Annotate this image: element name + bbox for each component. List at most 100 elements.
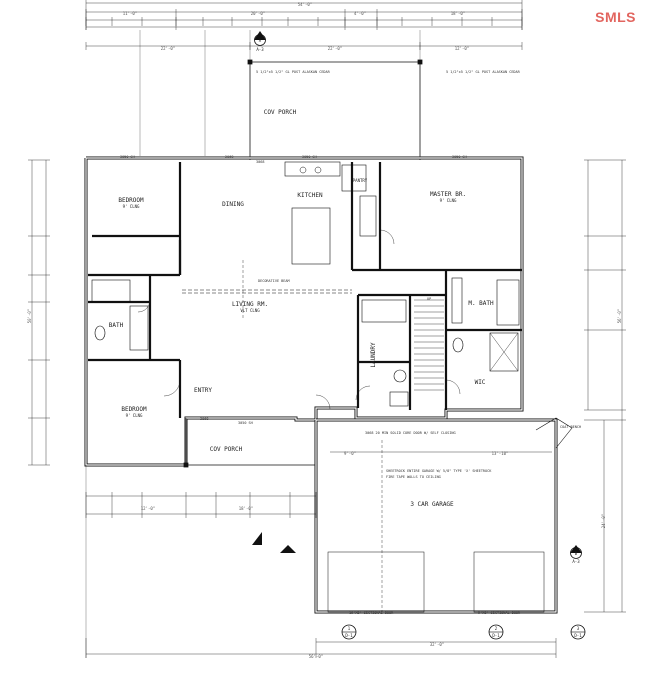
note-sectional-right: 9'X8' SECTIONAL DOOR [478, 611, 521, 615]
svg-text:A-3: A-3 [256, 47, 264, 52]
note-garage-1: SHEETROCK ENTIRE GARAGE W/ 5/8" TYPE 'X'… [386, 469, 492, 473]
note-post-left: 5 1/2"x5 1/2" GL POST ALASKAN CEDAR [256, 70, 331, 74]
garage-door-outline-right [473, 551, 545, 613]
label-wic: WIC [475, 379, 486, 386]
kitchen-counter-top [284, 161, 341, 177]
porch-post-bottom [183, 462, 189, 468]
label-bath: BATH [109, 322, 124, 329]
note-garage-2: FIRE TAPE WALLS TO CEILING [386, 475, 441, 479]
label-bedroom-bottom-clg: 9' CLNG [126, 413, 143, 418]
dim-top-mid: 20'-0" [251, 11, 265, 16]
detail-marker-3: 3 D-1 [570, 624, 586, 640]
dryer [389, 391, 409, 407]
porch-top-outline [249, 61, 421, 160]
vanity [451, 277, 463, 324]
label-cov-porch-top: COV PORCH [264, 109, 297, 116]
label-garage: 3 CAR GARAGE [410, 501, 454, 508]
svg-text:D-1: D-1 [492, 633, 500, 638]
label-entry: ENTRY [194, 387, 212, 394]
note-win-5: 3050 SH [452, 155, 467, 159]
toilet-bath [94, 325, 106, 341]
coat-bench [535, 417, 573, 449]
dim-porch-span-left: 22'-0" [161, 46, 175, 51]
note-post-right: 5 1/2"x5 1/2" GL POST ALASKAN CEDAR [446, 70, 521, 74]
toilet-mbath [452, 337, 464, 353]
svg-text:B: B [575, 551, 578, 556]
section-arrow-right [280, 545, 296, 553]
dim-top-mid2: 4'-0" [354, 11, 366, 16]
label-cov-porch-bottom: COV PORCH [210, 446, 243, 453]
label-pantry: PANTRY [353, 178, 368, 183]
label-m-bath: M. BATH [468, 300, 494, 307]
svg-text:D-1: D-1 [345, 633, 353, 638]
tub [496, 279, 520, 326]
dim-overall-width: 54'-0" [298, 2, 312, 7]
svg-text:2: 2 [495, 626, 498, 631]
dim-garage-depth: 24'-0" [601, 514, 606, 528]
note-win-6: 3068 [200, 417, 208, 421]
vanity-bath [129, 305, 149, 351]
svg-text:A-3: A-3 [572, 559, 580, 564]
label-dining: DINING [222, 201, 244, 208]
door-swing [137, 299, 151, 313]
washer [393, 369, 407, 383]
note-door: 3068 20 MIN SOLID CORE DOOR W/ SELF CLOS… [365, 431, 456, 435]
svg-text:1: 1 [348, 626, 351, 631]
dim-bottom-mid: 18'-0" [239, 506, 253, 511]
label-master-br: MASTER BR. [430, 191, 466, 198]
note-win-7: 3050 SH [238, 421, 253, 425]
door-swing [379, 229, 395, 245]
dim-porch-right: 12'-0" [455, 46, 469, 51]
dim-garage-sub-left: 9'-0" [344, 451, 356, 456]
door-swing [315, 394, 331, 410]
label-master-br-clg: 9' CLNG [440, 198, 457, 203]
note-win-4: 3050 SH [302, 155, 317, 159]
dim-porch-span-right: 22'-0" [328, 46, 342, 51]
sink-symbol [314, 166, 322, 174]
door-swing [355, 385, 371, 401]
plan-linework [28, 0, 626, 658]
tub-bath [91, 279, 131, 303]
dim-top-right: 18'-0" [451, 11, 465, 16]
dim-top-left: 11'-0" [123, 11, 137, 16]
section-arrow-left [252, 532, 262, 545]
garage-wall-core [315, 419, 557, 613]
dim-bottom-left: 12'-0" [141, 506, 155, 511]
shower [489, 332, 519, 372]
door-swing [445, 379, 461, 395]
note-coat: COAT BENCH [560, 425, 581, 429]
laundry-counter [361, 299, 407, 323]
label-laundry: LAUNDRY [370, 342, 377, 368]
label-living-rm-clg: VLT CLNG [240, 308, 260, 313]
shower-x [489, 332, 519, 372]
note-beam: DECORATIVE BEAM [258, 279, 290, 283]
section-marker-a: A A-3 [254, 31, 266, 52]
section-marker-b: B A-3 [570, 545, 582, 564]
dim-right-total: 56'-0" [617, 309, 622, 323]
note-win-1: 3050 SH [120, 155, 135, 159]
kitchen-counter-side [359, 195, 377, 237]
garage-wall [314, 418, 558, 614]
dim-garage-sub-right: 13'-10" [492, 451, 509, 456]
dim-left-total: 50'-0" [27, 309, 32, 323]
label-bedroom-top-clg: 9' CLNG [123, 204, 140, 209]
pantry-box [341, 164, 367, 192]
garage-door-outline-left [327, 551, 425, 613]
door-swing [163, 379, 181, 397]
label-kitchen: KITCHEN [297, 192, 323, 199]
dim-garage-width: 32'-0" [430, 642, 444, 647]
watermark-logo: SMLS [595, 9, 636, 25]
detail-marker-2: 2 D-1 [488, 624, 504, 640]
kitchen-island [291, 207, 331, 265]
porch-post-left [247, 59, 253, 65]
svg-text:A: A [259, 38, 262, 43]
porch-post-right [417, 59, 423, 65]
sink-symbol [299, 166, 307, 174]
dim-bottom-total: 56'-0" [309, 654, 323, 659]
note-win-3: 3068 [256, 160, 264, 164]
label-living-rm: LIVING RM. [232, 301, 268, 308]
detail-marker-1: 1 D-1 [341, 624, 357, 640]
porch-bottom-outline [185, 418, 316, 466]
label-bedroom-bottom: BEDROOM [121, 406, 147, 413]
svg-text:D-1: D-1 [574, 633, 582, 638]
